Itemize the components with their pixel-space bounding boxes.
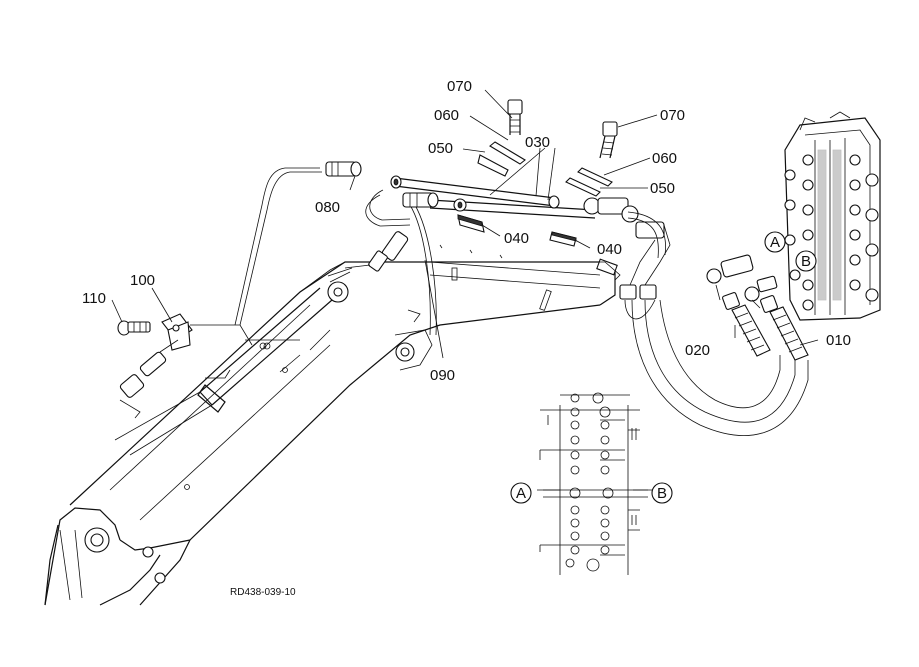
callout-070-right: 070 — [660, 107, 685, 124]
hose-020 — [722, 292, 771, 357]
bracket-100 — [161, 313, 193, 351]
callout-080: 080 — [315, 199, 340, 216]
hose-left-loop — [190, 167, 322, 346]
drawing-code: RD438-039-10 — [230, 587, 296, 598]
callout-040-right: 040 — [597, 241, 622, 258]
callout-010: 010 — [826, 332, 851, 349]
svg-text:A: A — [516, 485, 526, 502]
callout-050-left: 050 — [428, 140, 453, 157]
callout-050-right: 050 — [650, 180, 675, 197]
callout-020: 020 — [685, 342, 710, 359]
callout-labels: 070 060 030 070 050 060 050 080 040 040 … — [82, 78, 851, 384]
callout-100: 100 — [130, 272, 155, 289]
callout-090: 090 — [430, 367, 455, 384]
callout-110: 110 — [82, 290, 106, 307]
clamp-left — [457, 99, 526, 233]
callout-040-left: 040 — [504, 230, 529, 247]
cylinder-fitting-left — [119, 339, 179, 419]
svg-text:B: B — [801, 253, 811, 270]
callout-070-top: 070 — [447, 78, 472, 95]
pipes-030 — [390, 175, 596, 219]
hose-010 — [760, 295, 809, 361]
leader-lines — [111, 89, 819, 491]
svg-text:B: B — [657, 485, 667, 502]
port-label-a-schematic: A — [510, 482, 532, 504]
port-label-a-upper: A — [764, 231, 786, 253]
hose-loop-right — [619, 284, 809, 436]
pipe-end-fittings — [583, 197, 671, 286]
hose-090 — [327, 189, 437, 336]
control-valve — [784, 111, 881, 321]
clamp-right — [549, 121, 618, 247]
port-label-b-schematic: B — [651, 482, 673, 504]
bolt-110 — [117, 320, 151, 336]
valve-ports — [784, 154, 879, 311]
callout-060-left: 060 — [434, 107, 459, 124]
callout-060-right: 060 — [652, 150, 677, 167]
fitting-080 — [325, 161, 439, 208]
port-label-b-upper: B — [795, 250, 817, 272]
boom-arm — [44, 244, 621, 606]
schematic-ports — [565, 392, 614, 572]
svg-text:A: A — [770, 234, 780, 251]
callout-030: 030 — [525, 134, 550, 151]
adapters — [706, 254, 778, 309]
valve-section-schematic — [539, 392, 648, 575]
